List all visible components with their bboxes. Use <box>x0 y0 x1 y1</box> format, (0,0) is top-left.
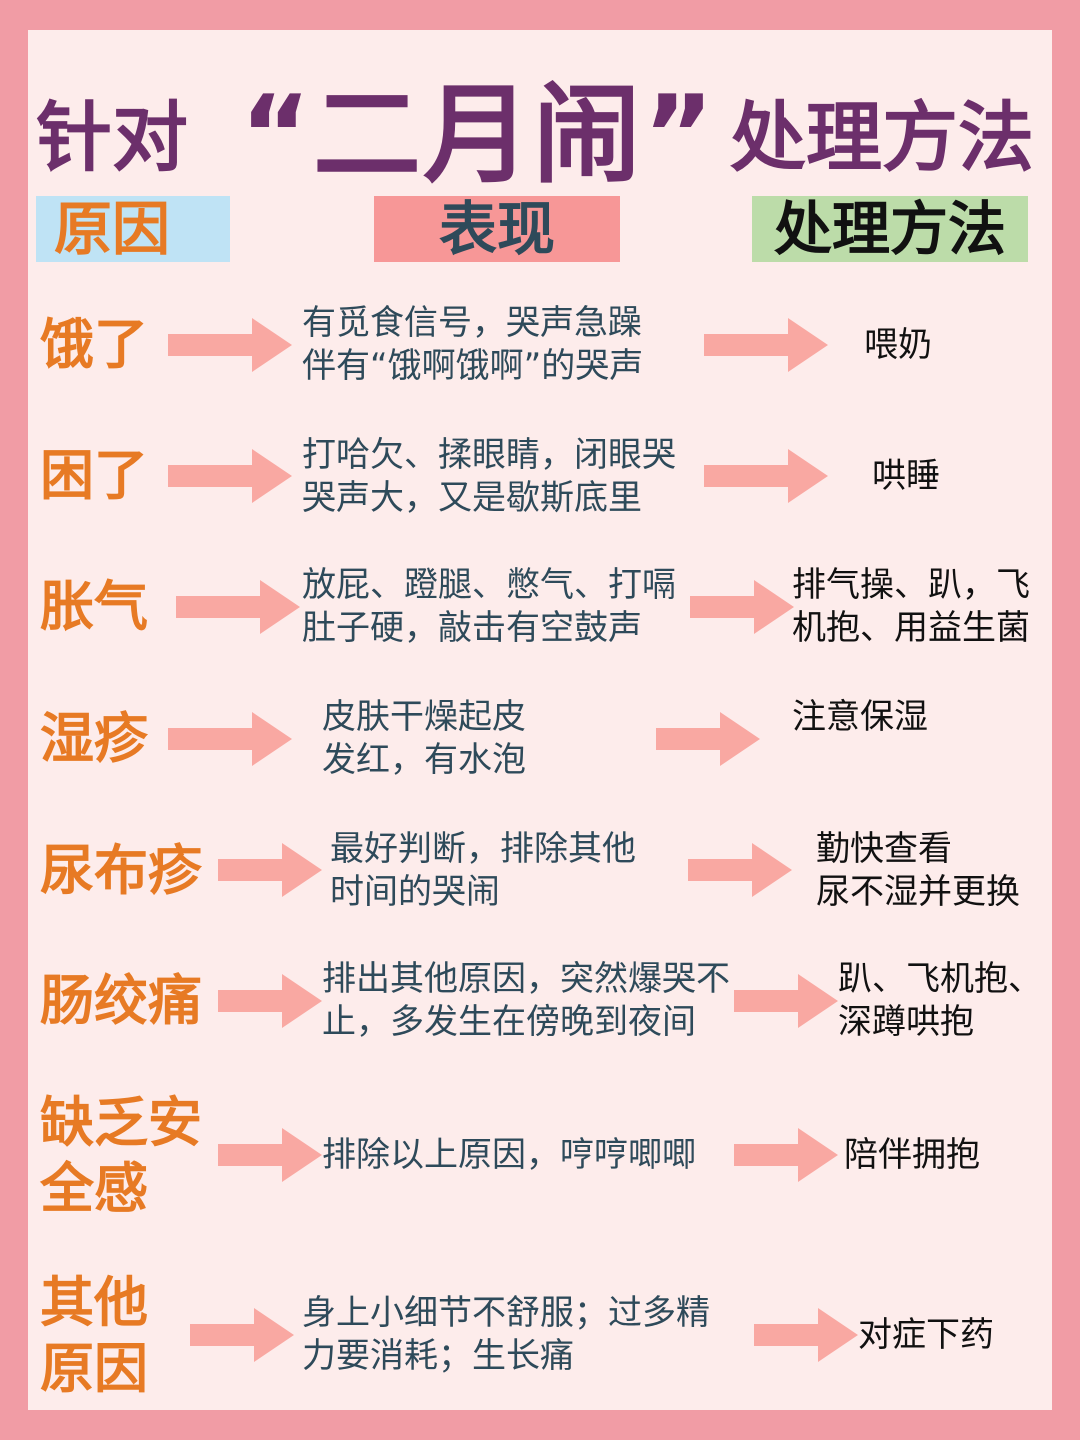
row-cause: 胀气 <box>40 575 148 638</box>
row-method: 哄睡 <box>872 456 940 496</box>
row-sign: 身上小细节不舒服；过多精 力要消耗；生长痛 <box>302 1293 710 1376</box>
row-method: 陪伴拥抱 <box>844 1135 980 1175</box>
row-sign: 有觅食信号，哭声急躁 伴有“饿啊饿啊”的哭声 <box>302 303 644 386</box>
header-sign: 表现 <box>374 196 620 262</box>
row-method: 趴、飞机抱、 深蹲哄抱 <box>838 959 1042 1042</box>
row-cause: 湿疹 <box>40 707 148 770</box>
title-prefix: 针对 <box>36 93 188 182</box>
row-method: 对症下药 <box>858 1315 994 1355</box>
arrow-icon <box>218 1128 322 1182</box>
arrow-icon <box>168 449 292 503</box>
row-sign: 排除以上原因，哼哼唧唧 <box>322 1135 696 1175</box>
row-method: 排气操、趴，飞 机抱、用益生菌 <box>792 565 1030 648</box>
row-cause: 饿了 <box>40 313 148 376</box>
arrow-icon <box>704 318 828 372</box>
row-method: 喂奶 <box>864 325 932 365</box>
title-main: “二月闹” <box>240 73 716 198</box>
arrow-icon <box>168 712 292 766</box>
row-cause: 困了 <box>40 444 148 507</box>
row-method: 注意保湿 <box>792 697 928 737</box>
arrow-icon <box>704 449 828 503</box>
row-cause: 缺乏安 全感 <box>40 1091 202 1220</box>
arrow-icon <box>168 318 292 372</box>
row-cause: 肠绞痛 <box>40 969 202 1032</box>
row-cause: 尿布疹 <box>40 839 202 902</box>
arrow-icon <box>690 580 794 634</box>
row-method: 勤快查看 尿不湿并更换 <box>816 829 1020 912</box>
row-sign: 排出其他原因，突然爆哭不 止，多发生在傍晚到夜间 <box>322 959 730 1042</box>
arrow-icon <box>688 843 792 897</box>
header-cause: 原因 <box>36 196 230 262</box>
row-sign: 皮肤干燥起皮 发红，有水泡 <box>322 697 526 780</box>
arrow-icon <box>656 712 760 766</box>
arrow-icon <box>176 580 300 634</box>
arrow-icon <box>218 843 322 897</box>
header-method: 处理方法 <box>752 196 1028 262</box>
arrow-icon <box>190 1308 294 1362</box>
row-sign: 打哈欠、揉眼睛，闭眼哭 哭声大，又是歇斯底里 <box>302 435 676 518</box>
arrow-icon <box>734 1128 838 1182</box>
arrow-icon <box>754 1308 858 1362</box>
title-suffix: 处理方法 <box>730 93 1034 182</box>
row-sign: 最好判断，排除其他 时间的哭闹 <box>330 829 636 912</box>
arrow-icon <box>734 974 838 1028</box>
row-sign: 放屁、蹬腿、憋气、打嗝 肚子硬，敲击有空鼓声 <box>302 565 676 648</box>
arrow-icon <box>218 974 322 1028</box>
page-title: 针对 “二月闹” 处理方法 <box>0 48 1080 198</box>
row-cause: 其他 原因 <box>40 1271 148 1400</box>
